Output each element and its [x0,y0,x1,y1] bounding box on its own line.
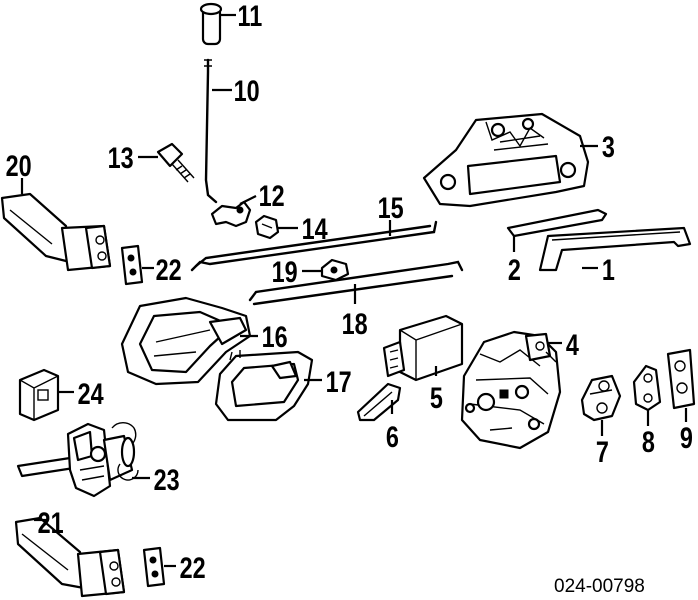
part-13-bolt [156,142,195,183]
part-6-wedge [356,382,402,422]
part-9-shim-plate [666,348,696,410]
part-3-outside-handle-housing [422,112,590,208]
callout-18: 18 [342,307,368,340]
callout-8: 8 [642,425,655,458]
part-24-bumper [18,368,60,422]
part-10-lock-rod [204,58,218,204]
callout-10: 10 [234,74,260,107]
callout-16: 16 [262,320,288,353]
callout-22-lower: 22 [180,551,206,584]
callout-11: 11 [237,0,262,33]
callout-2: 2 [508,253,521,286]
part-22-plate-upper [120,244,144,286]
callout-9: 9 [680,421,693,454]
part-16-inside-handle-bezel [120,296,252,386]
part-1-handle-grip [538,226,692,272]
part-23-door-check [16,422,139,498]
callout-15: 15 [378,191,404,224]
part-22-plate-lower [142,546,166,588]
callout-21: 21 [38,506,64,539]
part-5-actuator [382,314,464,382]
callout-12: 12 [259,179,285,212]
part-14-clip [254,214,280,240]
callout-13: 13 [108,141,134,174]
part-2-bar [506,208,608,238]
callout-22-upper: 22 [156,253,182,286]
part-4-door-latch [460,330,562,450]
part-7-striker [580,374,622,422]
callout-19: 19 [272,255,298,288]
part-17-inside-handle-frame [214,350,314,422]
callout-5: 5 [430,381,443,414]
part-21-hinge-lower [14,516,126,598]
callout-4: 4 [566,328,579,361]
part-12-clip [210,200,252,228]
diagram-code: 024-00798 [554,576,645,597]
callout-7: 7 [596,435,609,468]
callout-17: 17 [326,365,352,398]
part-19-clip [320,258,350,282]
callout-3: 3 [602,130,615,163]
part-20-hinge [0,192,112,272]
callout-6: 6 [386,420,399,453]
callout-24: 24 [78,377,104,410]
leader-12 [239,195,257,205]
callout-14: 14 [302,212,328,245]
callout-1: 1 [602,253,615,286]
callout-20: 20 [6,149,32,182]
part-8-striker-plate [632,364,662,412]
part-18-rod [248,260,464,306]
callout-23: 23 [154,463,180,496]
part-11-lock-knob [199,2,223,46]
part-15-rod [190,220,438,272]
